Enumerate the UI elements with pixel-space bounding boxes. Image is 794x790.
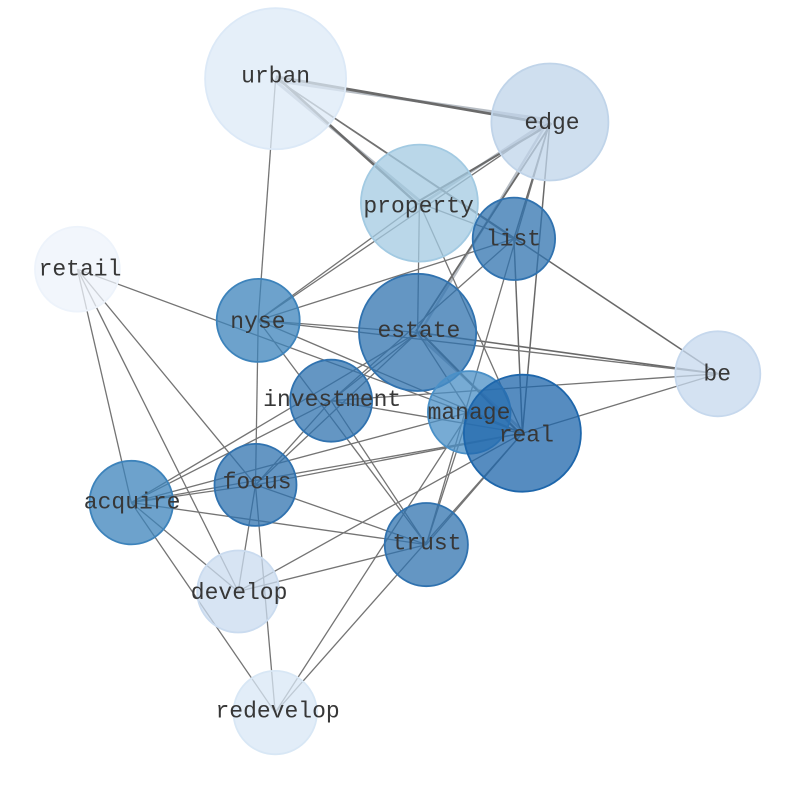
- svg-text:list: list: [486, 227, 541, 253]
- svg-text:investment: investment: [263, 387, 401, 413]
- svg-text:property: property: [363, 193, 474, 219]
- svg-text:retail: retail: [39, 256, 122, 282]
- svg-text:manage: manage: [428, 400, 511, 426]
- svg-text:focus: focus: [223, 469, 292, 495]
- svg-text:acquire: acquire: [84, 489, 181, 515]
- svg-text:redevelop: redevelop: [215, 699, 339, 725]
- svg-text:nyse: nyse: [230, 309, 285, 335]
- svg-text:trust: trust: [392, 531, 461, 557]
- svg-text:estate: estate: [377, 318, 460, 344]
- svg-text:urban: urban: [241, 64, 310, 90]
- svg-text:develop: develop: [191, 580, 288, 606]
- svg-text:be: be: [703, 361, 731, 387]
- svg-text:real: real: [499, 422, 554, 448]
- svg-text:edge: edge: [524, 110, 579, 136]
